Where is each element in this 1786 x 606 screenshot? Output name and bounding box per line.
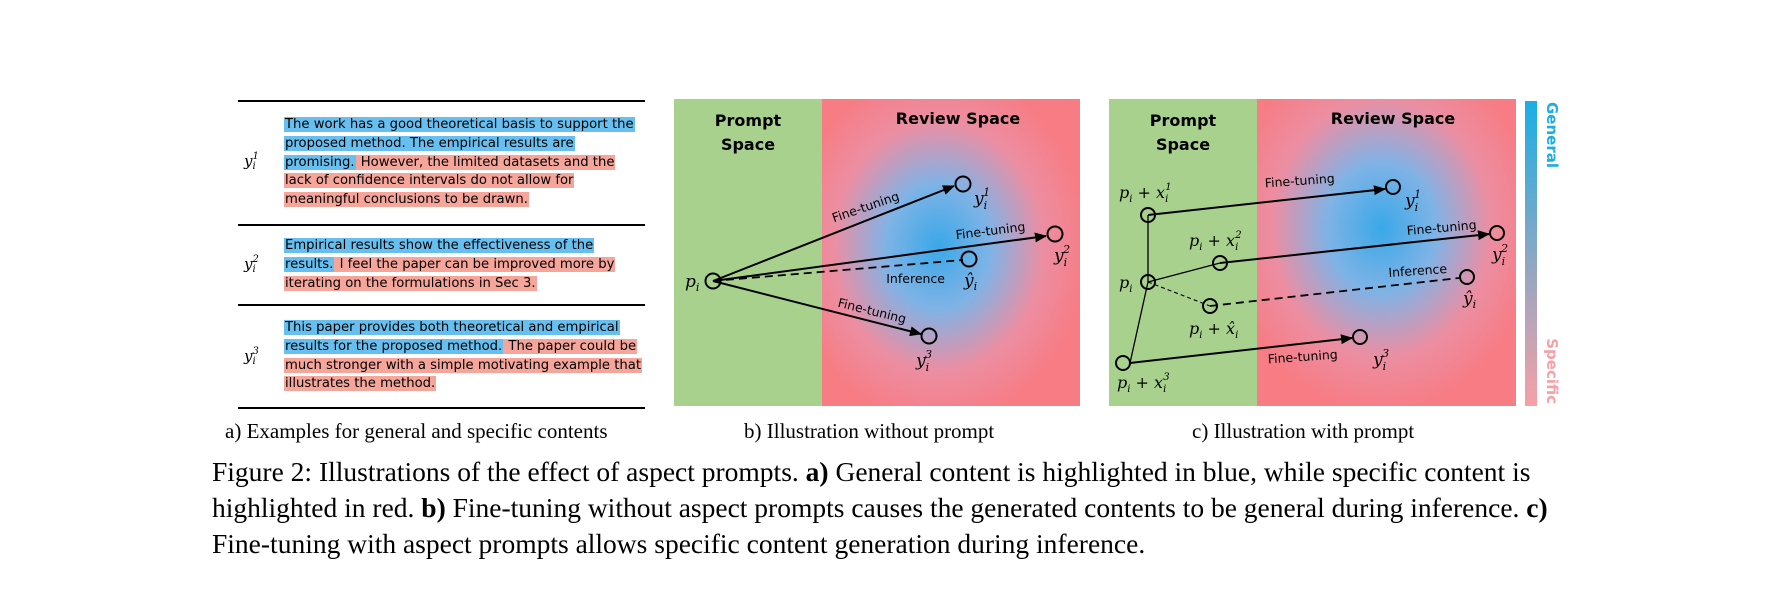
specific-content: I feel the paper can be improved more by… [284,256,616,291]
prompt-link [1129,281,1149,364]
panel-b-caption: b) Illustration without prompt [744,419,995,443]
node-p-i-plus-x-1 [1140,207,1156,223]
svg-text:pi + xi2: pi + xi2 [1189,230,1242,253]
node-p-i [1140,274,1156,290]
panel-c-caption: c) Illustration with prompt [1192,419,1415,443]
panel-b-diagram: Prompt Space Review Space Fine-tuning Fi… [674,99,1080,406]
review-space-region [1257,99,1516,406]
fine-tuning-edge [1129,334,1353,364]
prompt-link [1147,262,1221,283]
node-y-3 [920,327,938,345]
prompt-space-label: Prompt [1150,111,1217,130]
review-space-region [822,99,1080,406]
fine-tuning-edge [1219,230,1490,264]
table-row-divider [238,224,645,226]
inference-edge [1209,277,1460,307]
table-row-divider [238,304,645,306]
svg-text:pi + xi3: pi + xi3 [1117,372,1170,395]
edge-label: Inference [1388,261,1448,280]
svg-text:yi3: yi3 [1372,347,1389,373]
svg-text:yi1: yi1 [973,186,990,212]
svg-text:pi: pi [685,272,699,294]
node-p-i-plus-x-hat [1202,298,1218,314]
scale-specific-label: Specific [1543,338,1561,404]
inference-edge [712,259,964,282]
node-y-1 [954,175,972,193]
svg-text:yi1: yi1 [1404,188,1421,214]
fine-tuning-edge [1147,185,1386,216]
review-space-label: Review Space [896,109,1021,128]
general-specific-scale [1525,101,1537,406]
node-p-i-plus-x-2 [1212,255,1228,271]
prompt-space-label: Prompt [715,111,782,130]
fine-tuning-edge [712,232,1047,282]
node-y-2 [1046,225,1064,243]
fine-tuning-edge [712,280,922,337]
review-text: Empirical results show the effectiveness… [284,237,644,293]
scale-general-label: General [1543,102,1561,168]
fine-tuning-edge [712,185,955,282]
review-text: This paper provides both theoretical and… [284,319,644,394]
node-y-1 [1385,179,1401,195]
panel-c-diagram: General Specific Prompt Space Review Spa… [1109,99,1561,406]
svg-text:yi3: yi3 [915,348,932,374]
table-top-rule [238,100,645,102]
edge-label: Fine-tuning [1264,171,1335,191]
svg-text:ŷi: ŷi [1462,289,1476,311]
edge-label: Inference [886,271,945,286]
panel-a-caption: a) Examples for general and specific con… [225,419,608,443]
node-y-3 [1352,329,1368,345]
svg-text:ŷi: ŷi [963,271,977,293]
node-y-hat [1459,269,1475,285]
svg-text:yi2: yi2 [1053,243,1070,269]
node-y-2 [1489,225,1505,241]
review-text: The work has a good theoretical basis to… [284,116,644,210]
edge-label: Fine-tuning [1406,217,1477,238]
math-labels: pi yi1 yi2 ŷi yi3 [685,186,1070,374]
edge-label: Fine-tuning [1267,347,1338,367]
prompt-space-region [1109,99,1257,406]
review-space-label: Review Space [1331,109,1456,128]
node-y-hat [960,250,978,268]
prompt-space-label: Space [721,135,775,154]
math-labels: pi + xi1 pi pi + xi2 pi + x̂i pi + xi3 y… [1117,182,1508,395]
prompt-space-region [674,99,822,406]
svg-text:yi2: yi2 [1491,242,1508,268]
figure-caption: Figure 2: Illustrations of the effect of… [212,456,1548,559]
node-p-i [704,272,722,290]
prompt-space-label: Space [1156,135,1210,154]
node-p-i-plus-x-3 [1115,355,1131,371]
svg-text:pi + x̂i: pi + x̂i [1189,319,1238,341]
svg-text:pi + xi1: pi + xi1 [1119,182,1172,205]
svg-text:pi: pi [1119,273,1132,295]
table-bottom-rule [238,407,645,409]
